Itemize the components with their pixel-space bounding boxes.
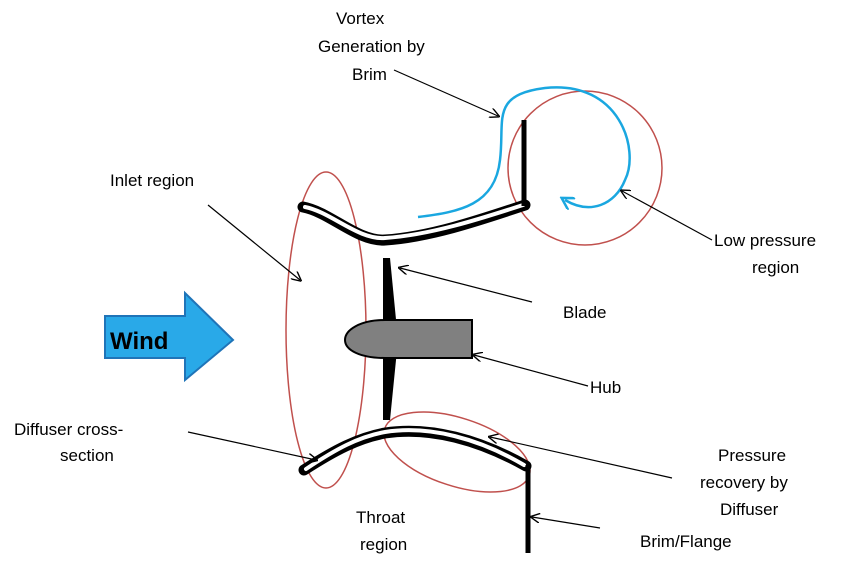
hub bbox=[343, 319, 473, 359]
hub-label: Hub bbox=[590, 378, 621, 397]
low-pressure-circle bbox=[507, 90, 663, 246]
lower-blade bbox=[383, 340, 398, 420]
pressure-recovery-label-line-1: Pressure bbox=[718, 446, 786, 465]
blade-label: Blade bbox=[563, 303, 606, 322]
diffuser-cross-leader bbox=[187, 431, 316, 460]
pressure-recovery-leader bbox=[490, 437, 673, 479]
vortex-label-line-1: Vortex bbox=[336, 9, 385, 28]
diffuser-cross-label-line-1: Diffuser cross- bbox=[14, 420, 123, 439]
pressure-recovery-label-line-2: recovery by bbox=[700, 473, 788, 492]
blade-leader bbox=[400, 268, 533, 303]
pressure-recovery-ellipse bbox=[383, 411, 531, 493]
diffuser-cross-label-line-2: section bbox=[60, 446, 114, 465]
wind-label: Wind bbox=[110, 328, 168, 355]
low-pressure-label-line-2: region bbox=[752, 258, 799, 277]
vortex-label-line-2: Generation by bbox=[318, 37, 425, 56]
throat-label-line-2: region bbox=[360, 535, 407, 554]
hub-leader bbox=[474, 355, 589, 387]
vortex-leader bbox=[393, 69, 498, 116]
brim-flange-label: Brim/Flange bbox=[640, 532, 732, 551]
brim-flange-leader bbox=[532, 517, 601, 529]
low-pressure-label-line-1: Low pressure bbox=[714, 231, 816, 250]
vortex-label-line-3: Brim bbox=[352, 65, 387, 84]
inlet-leader bbox=[207, 204, 300, 280]
inlet-region-label: Inlet region bbox=[110, 171, 194, 190]
wind-arrow[interactable] bbox=[104, 290, 235, 383]
vortex-curve bbox=[417, 86, 631, 219]
low-pressure-leader bbox=[622, 191, 713, 241]
throat-label-line-1: Throat bbox=[356, 508, 405, 527]
pressure-recovery-label-line-3: Diffuser bbox=[720, 500, 779, 519]
